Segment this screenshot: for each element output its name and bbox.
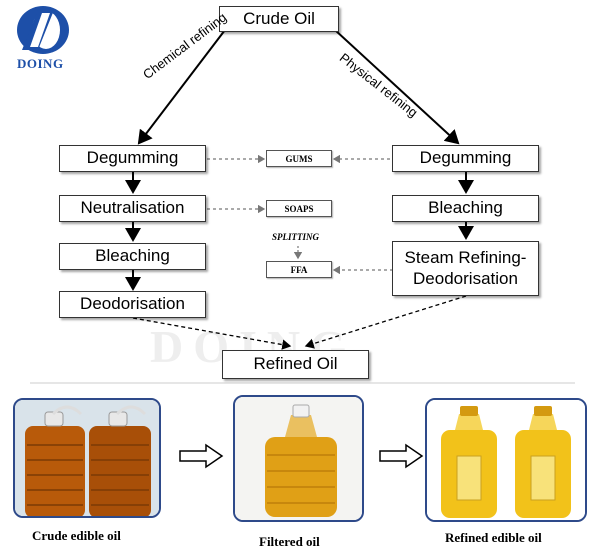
caption-filtered-oil: Filtered oil xyxy=(259,534,320,549)
filtered-oil-photo xyxy=(233,395,364,522)
right-step-degumming: Degumming xyxy=(392,145,539,172)
arrow-chemical xyxy=(137,29,226,145)
crude-oil-bottles xyxy=(15,400,159,516)
right-step-bleaching: Bleaching xyxy=(392,195,539,222)
crude-oil-box: Crude Oil xyxy=(219,6,339,32)
filtered-oil-bottle xyxy=(235,397,362,520)
crude-oil-photo xyxy=(13,398,161,518)
refined-oil-box: Refined Oil xyxy=(222,350,369,379)
left-step-deodorisation: Deodorisation xyxy=(59,291,206,318)
logo-text: DOING xyxy=(17,56,64,71)
right-step-steam-refining: Steam Refining- Deodorisation xyxy=(392,241,539,296)
gums-box: GUMS xyxy=(266,150,332,167)
process-arrow-2 xyxy=(379,443,424,469)
left-step-bleaching: Bleaching xyxy=(59,243,206,270)
arrow-physical xyxy=(334,29,460,145)
process-arrow-1 xyxy=(179,443,224,469)
caption-refined-edible-oil: Refined edible oil xyxy=(445,530,542,545)
left-step-neutralisation: Neutralisation xyxy=(59,195,206,222)
flow-connectors xyxy=(30,29,575,384)
left-step-degumming: Degumming xyxy=(59,145,206,172)
logo-icon xyxy=(17,6,69,54)
caption-crude-edible-oil: Crude edible oil xyxy=(32,528,121,543)
soaps-box: SOAPS xyxy=(266,200,332,217)
refined-oil-photo xyxy=(425,398,587,522)
company-logo: DOING xyxy=(8,4,78,76)
refined-oil-bottles xyxy=(427,400,585,520)
splitting-label: SPLITTING xyxy=(272,232,319,242)
ffa-box: FFA xyxy=(266,261,332,278)
